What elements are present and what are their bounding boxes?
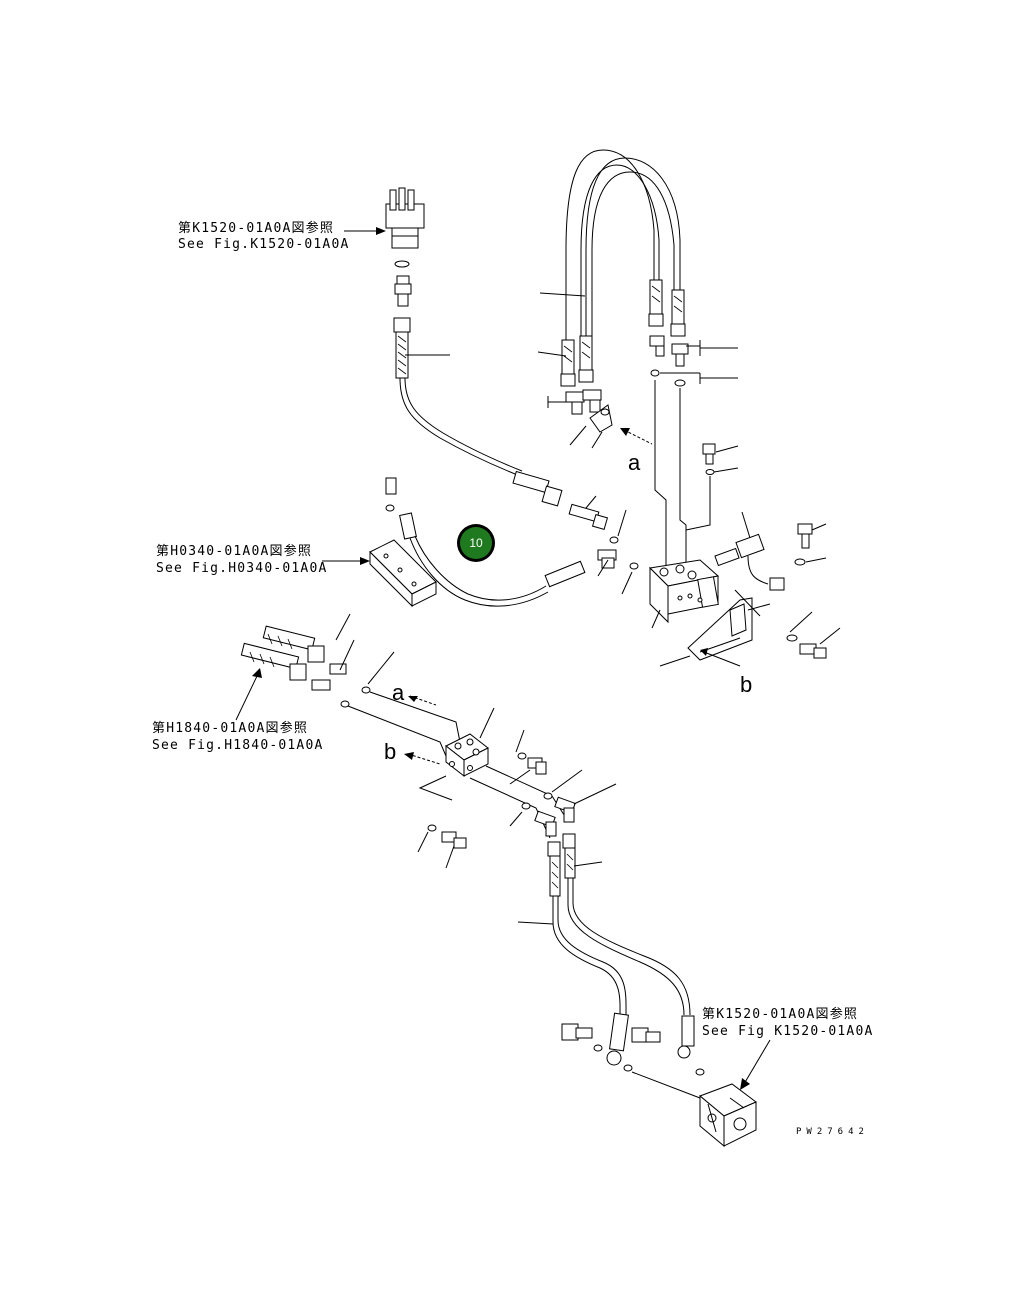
hoses-h1840: [240, 613, 351, 691]
fittings-bottom: [561, 1023, 705, 1099]
adapter-top: [394, 275, 412, 307]
view-arrow-a-upper: [569, 404, 653, 449]
ref-h0340-en: See Fig.H0340-01A0A: [156, 561, 328, 576]
bolt-right-upper: [685, 443, 739, 531]
ref-h1840-en: See Fig.H1840-01A0A: [152, 738, 324, 753]
bracket: [659, 589, 771, 667]
view-arrow-b-left: [404, 752, 441, 765]
hose-left-upper: [393, 317, 563, 507]
ref-k1520-bottom-en: See Fig K1520-01A0A: [702, 1024, 874, 1039]
hose-loop: [539, 149, 681, 340]
view-marker-a-lower: a: [392, 680, 405, 705]
valve-block: [648, 559, 720, 629]
manifold-h0340: [369, 539, 437, 608]
elbows-lower: [534, 783, 617, 837]
tube-lines-to-block: [654, 380, 687, 570]
o-ring-r2: [674, 379, 686, 387]
hose-ferrules-left: [537, 335, 594, 387]
o-ring-top: [394, 260, 410, 268]
hose-manifold: [385, 477, 586, 607]
tubes-to-small-valve: [339, 639, 461, 757]
ref-k1520-bottom-jp: 第K1520-01A0A図参照: [702, 1006, 858, 1022]
small-valve-block: [418, 707, 567, 839]
drawing-number: PW27642: [796, 1127, 869, 1137]
bolts-small-valve: [417, 729, 583, 869]
ppc-valve-top: [385, 187, 425, 249]
solenoid: [714, 511, 785, 591]
leader-arrow-k1520-top: [344, 227, 386, 235]
leader-o-rings: [660, 372, 738, 384]
bolt-block-right: [786, 523, 841, 659]
ref-h1840-jp: 第H1840-01A0A図参照: [152, 720, 308, 736]
callout-10-label: 10: [469, 536, 483, 550]
view-marker-b-left: b: [384, 739, 396, 764]
callout-10[interactable]: 10: [457, 524, 495, 562]
leader-arrow-h0340: [322, 557, 370, 565]
leader-arrow-k1520-bottom: [740, 1039, 771, 1090]
view-marker-a-upper: a: [628, 450, 641, 475]
ref-h0340-jp: 第H0340-01A0A図参照: [156, 543, 312, 559]
hoses-lower: [517, 833, 695, 1066]
view-marker-b-right: b: [740, 672, 752, 697]
view-arrow-a-lower: [408, 695, 437, 706]
elbow-fittings-upper: [547, 335, 738, 415]
ref-k1520-top-jp: 第K1520-01A0A図参照: [178, 220, 334, 236]
leader-arrow-h1840: [235, 668, 262, 721]
o-ring-r1: [650, 369, 660, 377]
connectors-middle: [568, 495, 639, 595]
pump-k1520: [699, 1083, 757, 1148]
hose-ferrules-right: [648, 279, 686, 337]
ref-k1520-top-en: See Fig.K1520-01A0A: [178, 237, 350, 252]
